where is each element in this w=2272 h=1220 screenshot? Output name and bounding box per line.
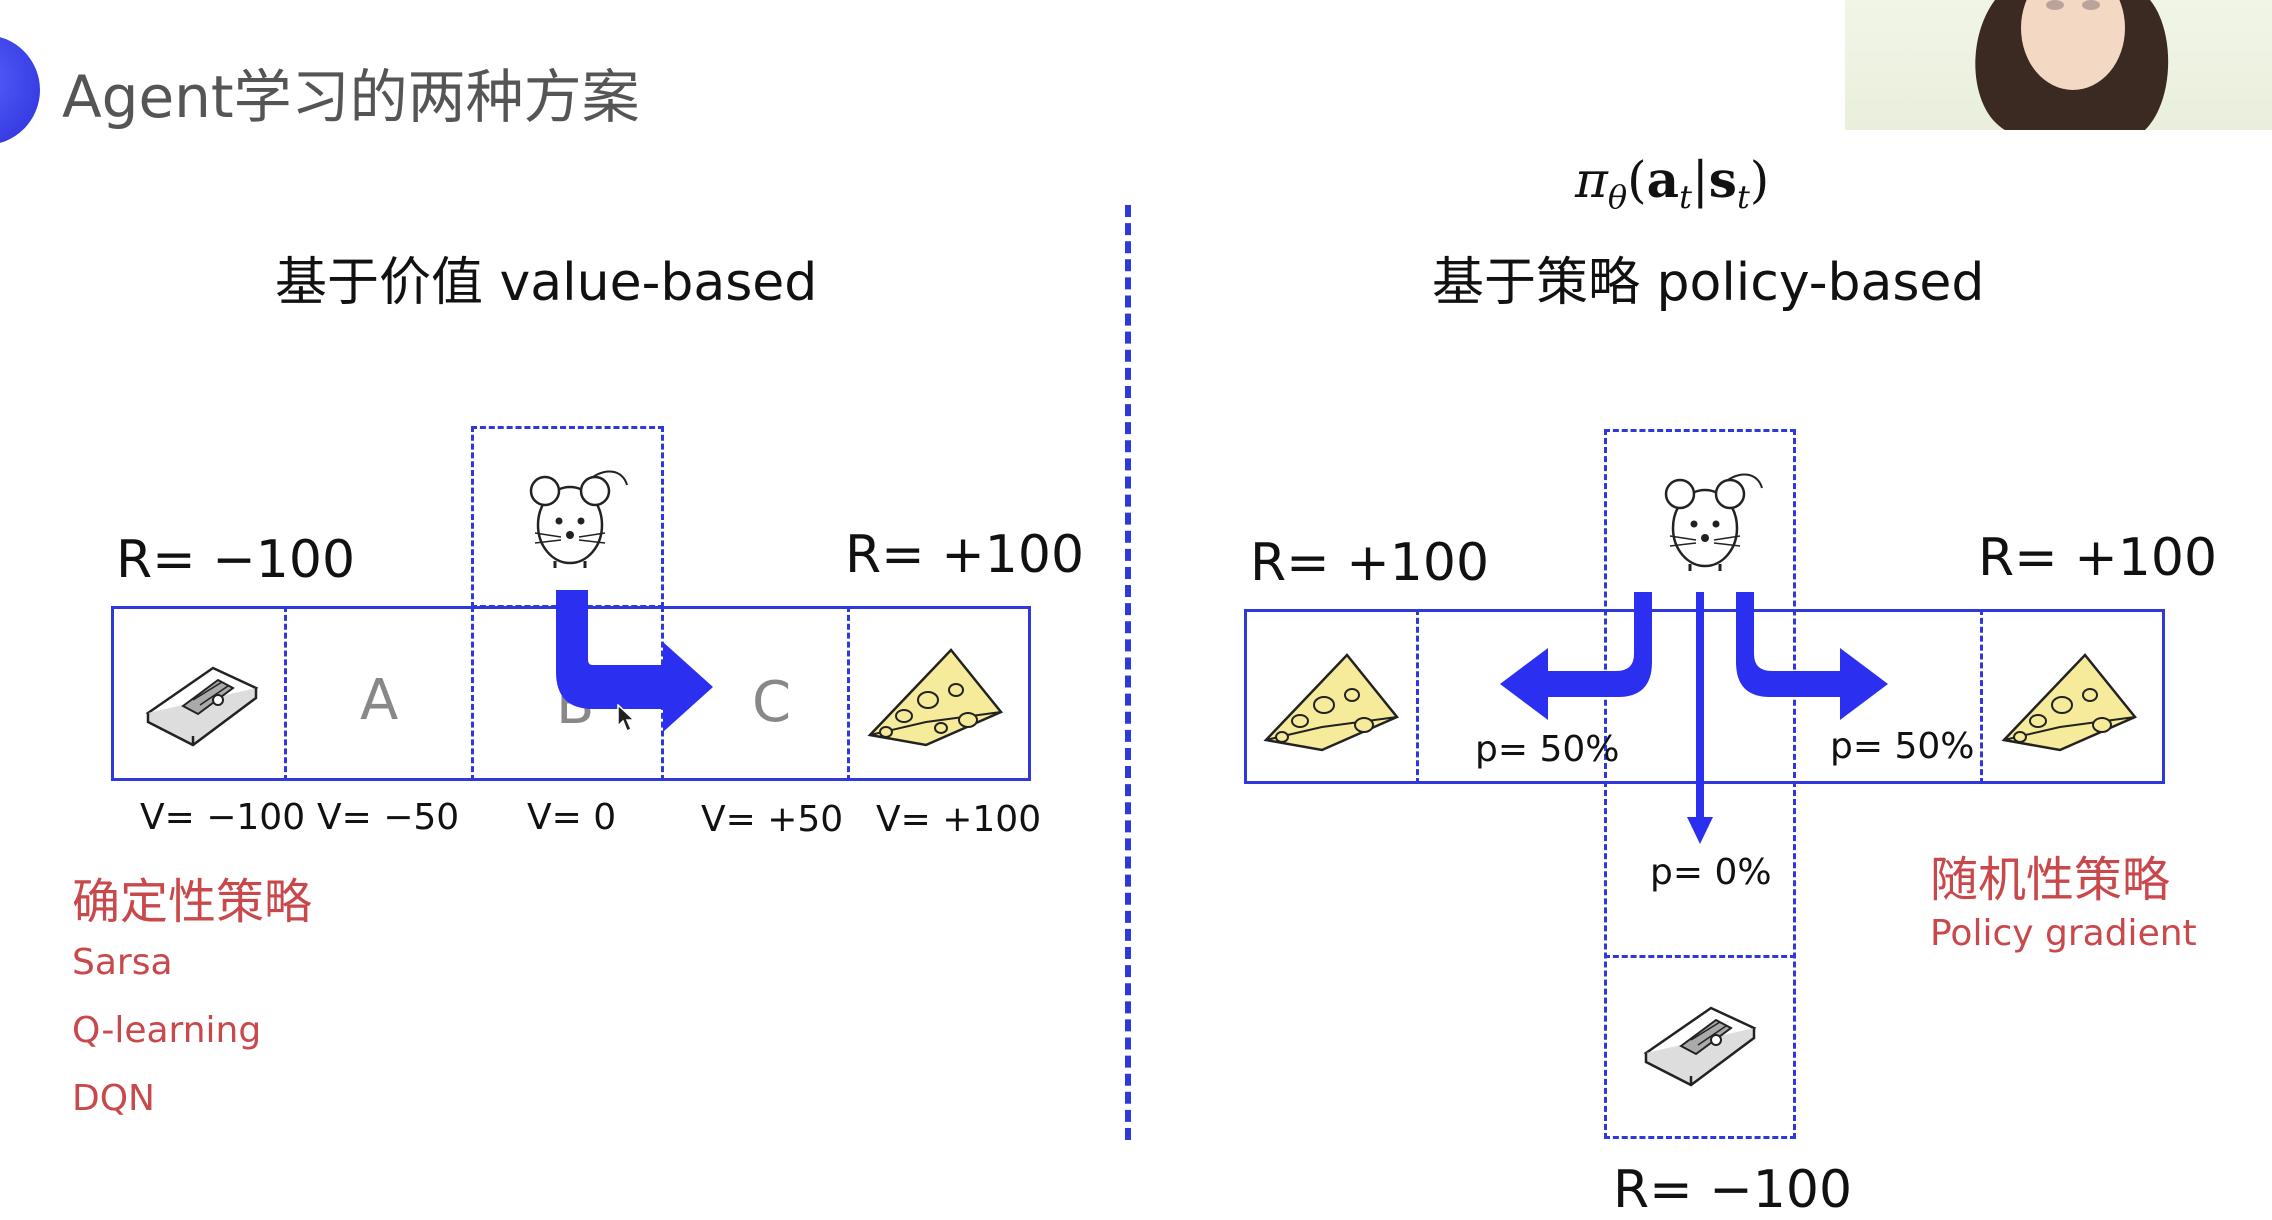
grid-separator <box>847 606 850 781</box>
cheese-icon <box>2001 653 2137 752</box>
arrow-icon <box>1500 592 1652 720</box>
algorithm-q-learning: Q-learning <box>72 1010 262 1051</box>
state-a: A <box>360 668 399 733</box>
value-label: V= −50 <box>317 797 460 838</box>
prob-down-label: p= 0% <box>1650 852 1772 893</box>
algorithm-sarsa: Sarsa <box>72 942 173 983</box>
left-reward-trap: R= −100 <box>116 530 356 590</box>
arrow-icon <box>556 590 713 732</box>
center-divider <box>1125 205 1131 1140</box>
policy-based-heading: 基于策略 policy-based <box>1432 253 1985 313</box>
policy-formula: πθ(at|st) <box>1575 150 1770 216</box>
prob-left-label: p= 50% <box>1475 729 1620 770</box>
prob-right-label: p= 50% <box>1830 726 1975 767</box>
right-reward-cheese-right: R= +100 <box>1978 528 2218 588</box>
webcam-thumbnail <box>1845 0 2272 130</box>
title-bullet <box>0 35 40 145</box>
deterministic-policy-title: 确定性策略 <box>72 874 313 930</box>
value-label: V= −100 <box>140 797 306 838</box>
grid-separator <box>1980 609 1983 784</box>
value-label: V= +100 <box>876 799 1042 840</box>
vertical-column <box>1604 429 1796 1139</box>
right-reward-cheese-left: R= +100 <box>1250 533 1490 593</box>
state-c: C <box>752 670 792 735</box>
stochastic-policy-title: 随机性策略 <box>1930 852 2171 908</box>
algorithm-dqn: DQN <box>72 1078 155 1119</box>
policy-gradient-label: Policy gradient <box>1930 913 2197 954</box>
policy-grid-row <box>1244 609 2165 784</box>
cheese-icon <box>1263 653 1399 752</box>
mousetrap-icon <box>145 666 259 747</box>
grid-separator <box>284 606 287 781</box>
grid-separator <box>1416 609 1419 784</box>
cheese-icon <box>867 648 1003 747</box>
mouse-icon <box>1664 473 1763 571</box>
mouse-icon <box>529 470 628 568</box>
right-reward-trap: R= −100 <box>1613 1160 1853 1220</box>
arrow-icon <box>1736 592 1888 720</box>
value-based-heading: 基于价值 value-based <box>275 253 818 313</box>
grid-separator <box>471 606 474 781</box>
value-label: V= +50 <box>701 799 844 840</box>
presenter-figure <box>1975 0 2169 130</box>
slide-title: Agent学习的两种方案 <box>62 63 640 131</box>
value-label: V= 0 <box>527 797 617 838</box>
cursor-icon <box>617 704 636 733</box>
column-separator <box>1604 955 1796 958</box>
mousetrap-icon <box>1643 1006 1757 1087</box>
arrow-icon <box>1687 592 1713 844</box>
left-reward-cheese: R= +100 <box>845 525 1085 585</box>
